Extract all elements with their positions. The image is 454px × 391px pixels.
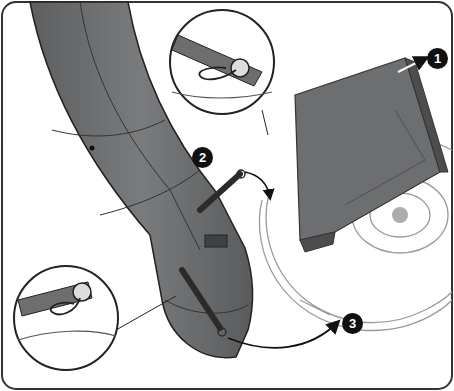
callout-number: 2 bbox=[192, 147, 213, 168]
callout-number: 3 bbox=[342, 313, 363, 334]
callout-number: 1 bbox=[427, 48, 448, 69]
